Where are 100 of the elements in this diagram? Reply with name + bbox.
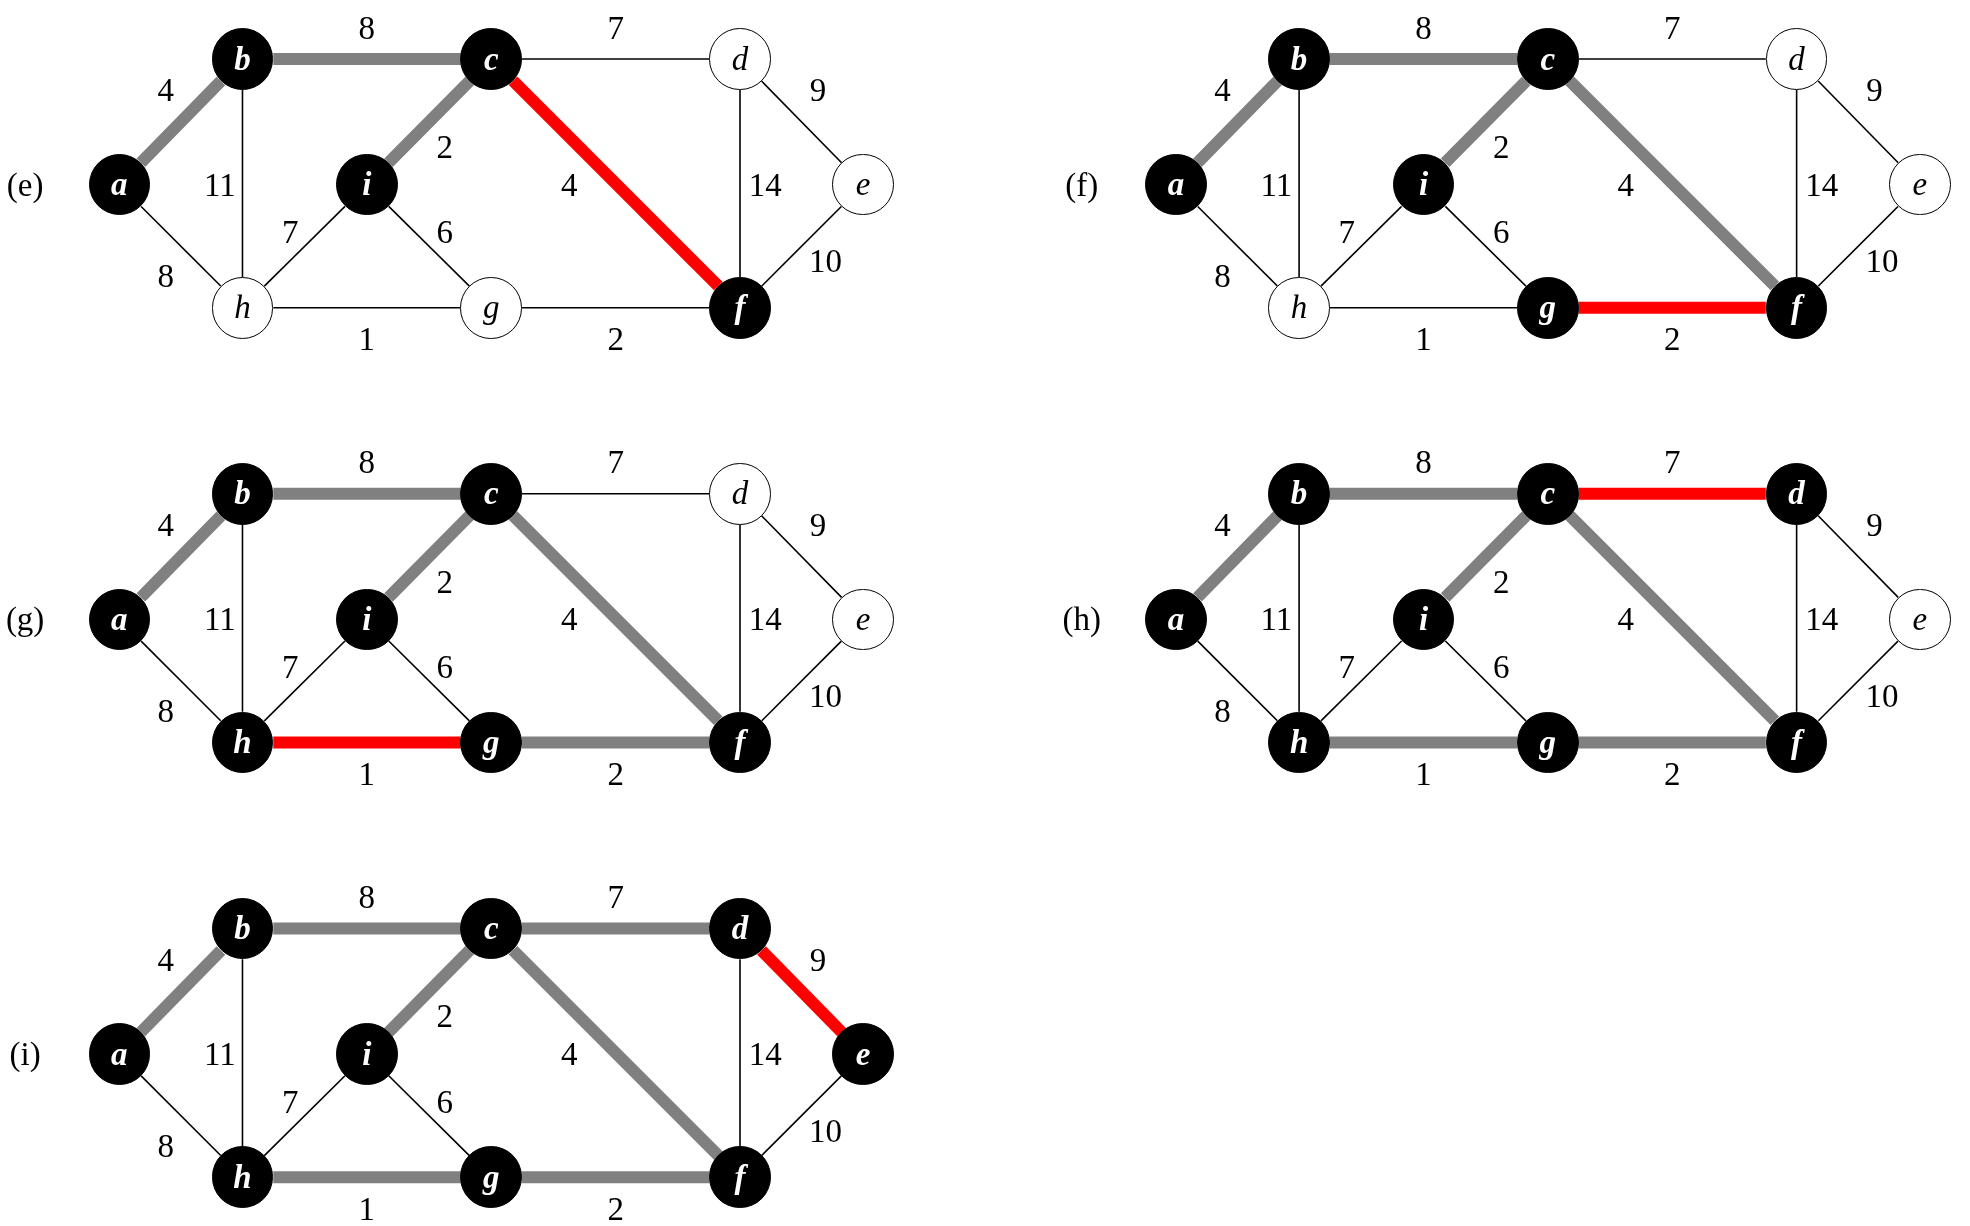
edge-weight: 4 bbox=[1214, 73, 1231, 107]
edge-weight: 4 bbox=[1214, 508, 1231, 542]
graph-edge bbox=[136, 946, 226, 1037]
graph-edge bbox=[1329, 487, 1518, 500]
visited-vertex: i bbox=[1392, 153, 1455, 216]
graph-edge bbox=[1193, 511, 1282, 602]
edge-weight: 8 bbox=[1214, 694, 1231, 728]
unvisited-vertex: g bbox=[460, 277, 522, 339]
visited-vertex: g bbox=[1517, 277, 1579, 339]
edge-weight: 4 bbox=[157, 73, 175, 107]
visited-vertex: a bbox=[88, 1023, 151, 1085]
graph-edge bbox=[508, 946, 723, 1160]
edge-weight: 11 bbox=[203, 168, 236, 202]
visited-vertex: g bbox=[460, 711, 522, 774]
edge-weight: 7 bbox=[607, 880, 624, 914]
edge-weight: 10 bbox=[808, 1114, 842, 1148]
edge-weight: 2 bbox=[607, 757, 624, 791]
graph-edge bbox=[760, 640, 843, 722]
visited-vertex: h bbox=[1268, 711, 1330, 774]
graph-edge bbox=[1577, 58, 1767, 60]
visited-vertex: g bbox=[460, 1146, 522, 1208]
graph-edge bbox=[140, 640, 222, 722]
edge-weight: 6 bbox=[1493, 215, 1510, 249]
visited-vertex: f bbox=[709, 277, 771, 339]
visited-vertex: a bbox=[1145, 153, 1207, 216]
edge-weight: 8 bbox=[157, 1129, 175, 1163]
graph-edge bbox=[384, 511, 474, 602]
edge-weight: 10 bbox=[808, 679, 842, 713]
unvisited-vertex: h bbox=[1268, 277, 1330, 339]
graph-edge bbox=[1440, 76, 1531, 168]
edge-weight: 14 bbox=[1805, 602, 1839, 636]
graph-edge bbox=[1196, 205, 1279, 287]
graph-edge bbox=[521, 58, 711, 60]
graph-edge bbox=[1578, 736, 1766, 749]
edge-weight: 11 bbox=[203, 1037, 236, 1071]
edge-weight: 1 bbox=[358, 757, 376, 791]
visited-vertex: c bbox=[460, 462, 522, 525]
graph-edge bbox=[1795, 523, 1798, 713]
graph-edge bbox=[1444, 205, 1527, 287]
graph-edge bbox=[136, 511, 226, 602]
graph-edge bbox=[387, 640, 471, 722]
graph-edge bbox=[1440, 511, 1531, 602]
graph-edge bbox=[1817, 205, 1899, 287]
edge-weight: 7 bbox=[281, 215, 299, 249]
graph-edge bbox=[263, 205, 346, 287]
edge-weight: 8 bbox=[358, 11, 376, 45]
graph-edge bbox=[241, 523, 244, 713]
graph-edge bbox=[140, 205, 222, 287]
edge-weight: 11 bbox=[1260, 602, 1293, 636]
graph-edge bbox=[140, 1075, 222, 1157]
edge-weight: 9 bbox=[1866, 508, 1883, 542]
edge-weight: 4 bbox=[560, 168, 578, 202]
edge-weight: 4 bbox=[157, 508, 175, 542]
graph-edge bbox=[387, 1074, 471, 1157]
edge-weight: 2 bbox=[436, 565, 453, 599]
graph-edge bbox=[1578, 301, 1766, 314]
graph-edge bbox=[263, 640, 346, 722]
graph-edge bbox=[522, 922, 710, 935]
graph-edge bbox=[1817, 640, 1899, 722]
graph-edge bbox=[739, 89, 741, 278]
edge-weight: 6 bbox=[1493, 650, 1510, 684]
edge-weight: 7 bbox=[1664, 11, 1681, 45]
graph-edge bbox=[508, 511, 723, 725]
edge-weight: 1 bbox=[1415, 757, 1432, 791]
graph-edge bbox=[739, 523, 741, 713]
edge-weight: 6 bbox=[436, 1085, 453, 1119]
graph-edge bbox=[760, 205, 843, 287]
edge-weight: 2 bbox=[607, 322, 624, 356]
edge-weight: 7 bbox=[281, 1085, 299, 1119]
edge-weight: 4 bbox=[1617, 602, 1634, 636]
graph-edge bbox=[1565, 76, 1780, 291]
edge-weight: 7 bbox=[1338, 215, 1356, 249]
graph-edge bbox=[384, 946, 474, 1037]
graph-edge bbox=[1578, 487, 1766, 500]
edge-weight: 9 bbox=[1866, 73, 1883, 107]
edge-weight: 8 bbox=[1415, 445, 1432, 479]
edge-weight: 10 bbox=[808, 244, 842, 278]
edge-weight: 10 bbox=[1865, 244, 1899, 278]
graph-edge bbox=[1193, 76, 1282, 167]
graph-edge bbox=[1329, 53, 1518, 66]
unvisited-vertex: e bbox=[1888, 153, 1951, 216]
edge-weight: 11 bbox=[1260, 168, 1293, 202]
edge-weight: 2 bbox=[607, 1192, 624, 1226]
visited-vertex: c bbox=[460, 28, 522, 90]
edge-weight: 8 bbox=[157, 694, 175, 728]
graph-edge bbox=[1320, 205, 1403, 287]
edge-weight: 7 bbox=[1664, 445, 1681, 479]
graph-edge bbox=[1329, 307, 1518, 309]
visited-vertex: b bbox=[1268, 462, 1330, 525]
edge-weight: 4 bbox=[560, 602, 578, 636]
graph-edge bbox=[384, 76, 474, 168]
graph-edge bbox=[273, 922, 461, 935]
edge-weight: 1 bbox=[358, 322, 376, 356]
edge-weight: 2 bbox=[436, 130, 453, 164]
edge-weight: 10 bbox=[1865, 679, 1899, 713]
graph-edge bbox=[272, 307, 462, 309]
visited-vertex: e bbox=[832, 1023, 894, 1085]
panel-label: (h) bbox=[1062, 602, 1101, 636]
edge-weight: 6 bbox=[436, 215, 453, 249]
visited-vertex: i bbox=[336, 588, 398, 651]
